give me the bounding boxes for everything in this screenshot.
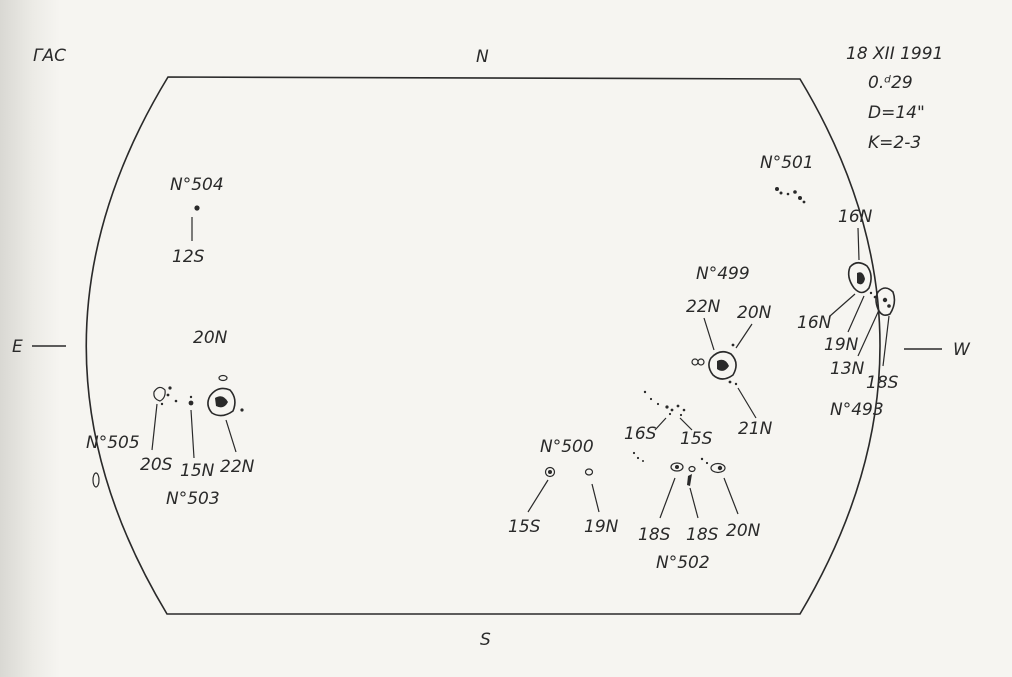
observation-date: 18 XII 1991 xyxy=(846,44,943,64)
group-499-label: N°499 xyxy=(696,264,750,284)
group-504-spot xyxy=(194,205,200,211)
group-493-spot-west xyxy=(847,261,872,294)
group-503-lat-22N: 22N xyxy=(220,457,255,477)
group-502-umbra-a xyxy=(675,465,679,469)
group-493-leader-18S xyxy=(882,315,890,367)
group-500-leader-15S xyxy=(527,479,549,513)
group-505-cluster-ring xyxy=(153,386,166,402)
group-500-umbra-15S xyxy=(548,470,552,474)
group-499-lat-22N: 22N xyxy=(686,297,721,317)
group-503-spot-15N-b xyxy=(189,395,193,399)
group-499-leader-22N xyxy=(703,317,715,351)
group-493-lat-18S: 18S xyxy=(866,373,899,393)
group-505-small-spots xyxy=(160,386,178,406)
group-503-small-ring xyxy=(218,374,228,382)
group-500-spot-15S xyxy=(544,466,556,478)
group-493-lat-13N: 13N xyxy=(830,359,865,379)
group-493-leader-16N xyxy=(829,293,856,317)
east-label: E xyxy=(12,337,23,357)
group-502-lat-15S: 15S xyxy=(680,429,713,449)
group-503-lat-20N: 20N xyxy=(193,328,228,348)
group-503-lat-15N: 15N xyxy=(180,461,215,481)
group-502-lat-20N: 20N xyxy=(726,521,761,541)
group-499-leader-20N xyxy=(735,323,753,349)
group-500-spot-19N xyxy=(584,468,594,476)
group-499-dot-3 xyxy=(734,382,738,386)
group-502-scattered-spots xyxy=(632,451,709,465)
group-505-leader-20S xyxy=(151,403,158,451)
group-502-lat-18S-a: 18S xyxy=(638,525,671,545)
group-505-label: N°505 xyxy=(86,433,140,453)
group-503-main-spot xyxy=(207,387,236,417)
group-493-label: N°493 xyxy=(830,400,884,420)
group-502-spot-d xyxy=(710,462,726,474)
group-499-lat-21N: 21N xyxy=(738,419,773,439)
group-499-dot-1 xyxy=(731,343,735,347)
group-502-lat-18S-b: 18S xyxy=(686,525,719,545)
group-493-lat-16N-top: 16N xyxy=(838,207,873,227)
group-493-leader-13N xyxy=(857,309,880,357)
seeing-quality: K=2-3 xyxy=(868,133,921,153)
group-499-leader-21N xyxy=(737,387,757,419)
south-label: S xyxy=(480,630,491,650)
group-493-umbra xyxy=(857,272,865,285)
group-493-leader-19N xyxy=(847,295,865,333)
group-501-spots xyxy=(775,187,806,204)
group-502-umbra-d xyxy=(717,465,723,471)
group-499-lat-20N: 20N xyxy=(737,303,772,323)
group-500-label: N°500 xyxy=(540,437,594,457)
group-493-spot-east xyxy=(875,287,896,316)
group-499-follower-a xyxy=(691,358,699,366)
group-503-dot-east xyxy=(240,408,244,412)
observatory-label: ГАС xyxy=(33,46,66,66)
group-499-dot-2 xyxy=(728,380,732,384)
disk-diameter: D=14" xyxy=(868,103,925,123)
group-499-umbra xyxy=(717,359,729,371)
group-502-spot-b xyxy=(688,465,696,473)
observation-time: 0.ᵈ29 xyxy=(868,73,913,93)
group-503-label: N°503 xyxy=(166,489,220,509)
group-493-small-spots xyxy=(869,291,891,308)
group-502-leader-18S-b xyxy=(689,487,699,519)
group-503-leader-22N xyxy=(225,419,237,453)
group-502-spot-c xyxy=(687,474,692,486)
group-499-follower-b xyxy=(697,358,705,366)
solar-disk-outline xyxy=(85,76,881,615)
group-502-leader-18S-a xyxy=(659,477,676,519)
group-505-lat-20S: 20S xyxy=(140,455,173,475)
group-505-limb-spot xyxy=(92,472,100,488)
north-label: N xyxy=(476,47,489,67)
group-500-lat-15S: 15S xyxy=(508,517,541,537)
group-502-label: N°502 xyxy=(656,553,710,573)
group-501-label: N°501 xyxy=(760,153,814,173)
group-504-label: N°504 xyxy=(170,175,224,195)
group-502-leader-15S xyxy=(679,417,693,431)
group-503-spot-15N xyxy=(188,400,194,406)
group-503-leader-15N xyxy=(190,409,195,459)
group-493-lat-16N: 16N xyxy=(797,313,832,333)
group-500-lat-19N: 19N xyxy=(584,517,619,537)
group-493-lat-19N: 19N xyxy=(824,335,859,355)
group-502-spot-a xyxy=(670,462,684,472)
west-label: W xyxy=(953,340,971,360)
group-503-umbra xyxy=(215,396,228,408)
group-502-lat-16S: 16S xyxy=(624,424,657,444)
group-502-leader-16S xyxy=(654,417,667,431)
group-504-lat-12S: 12S xyxy=(172,247,205,267)
group-502-trailing-spots xyxy=(643,390,686,417)
group-500-leader-19N xyxy=(591,483,600,513)
group-493-leader-top xyxy=(857,227,860,261)
group-499-spot xyxy=(708,350,737,380)
group-502-leader-20N xyxy=(723,477,739,515)
